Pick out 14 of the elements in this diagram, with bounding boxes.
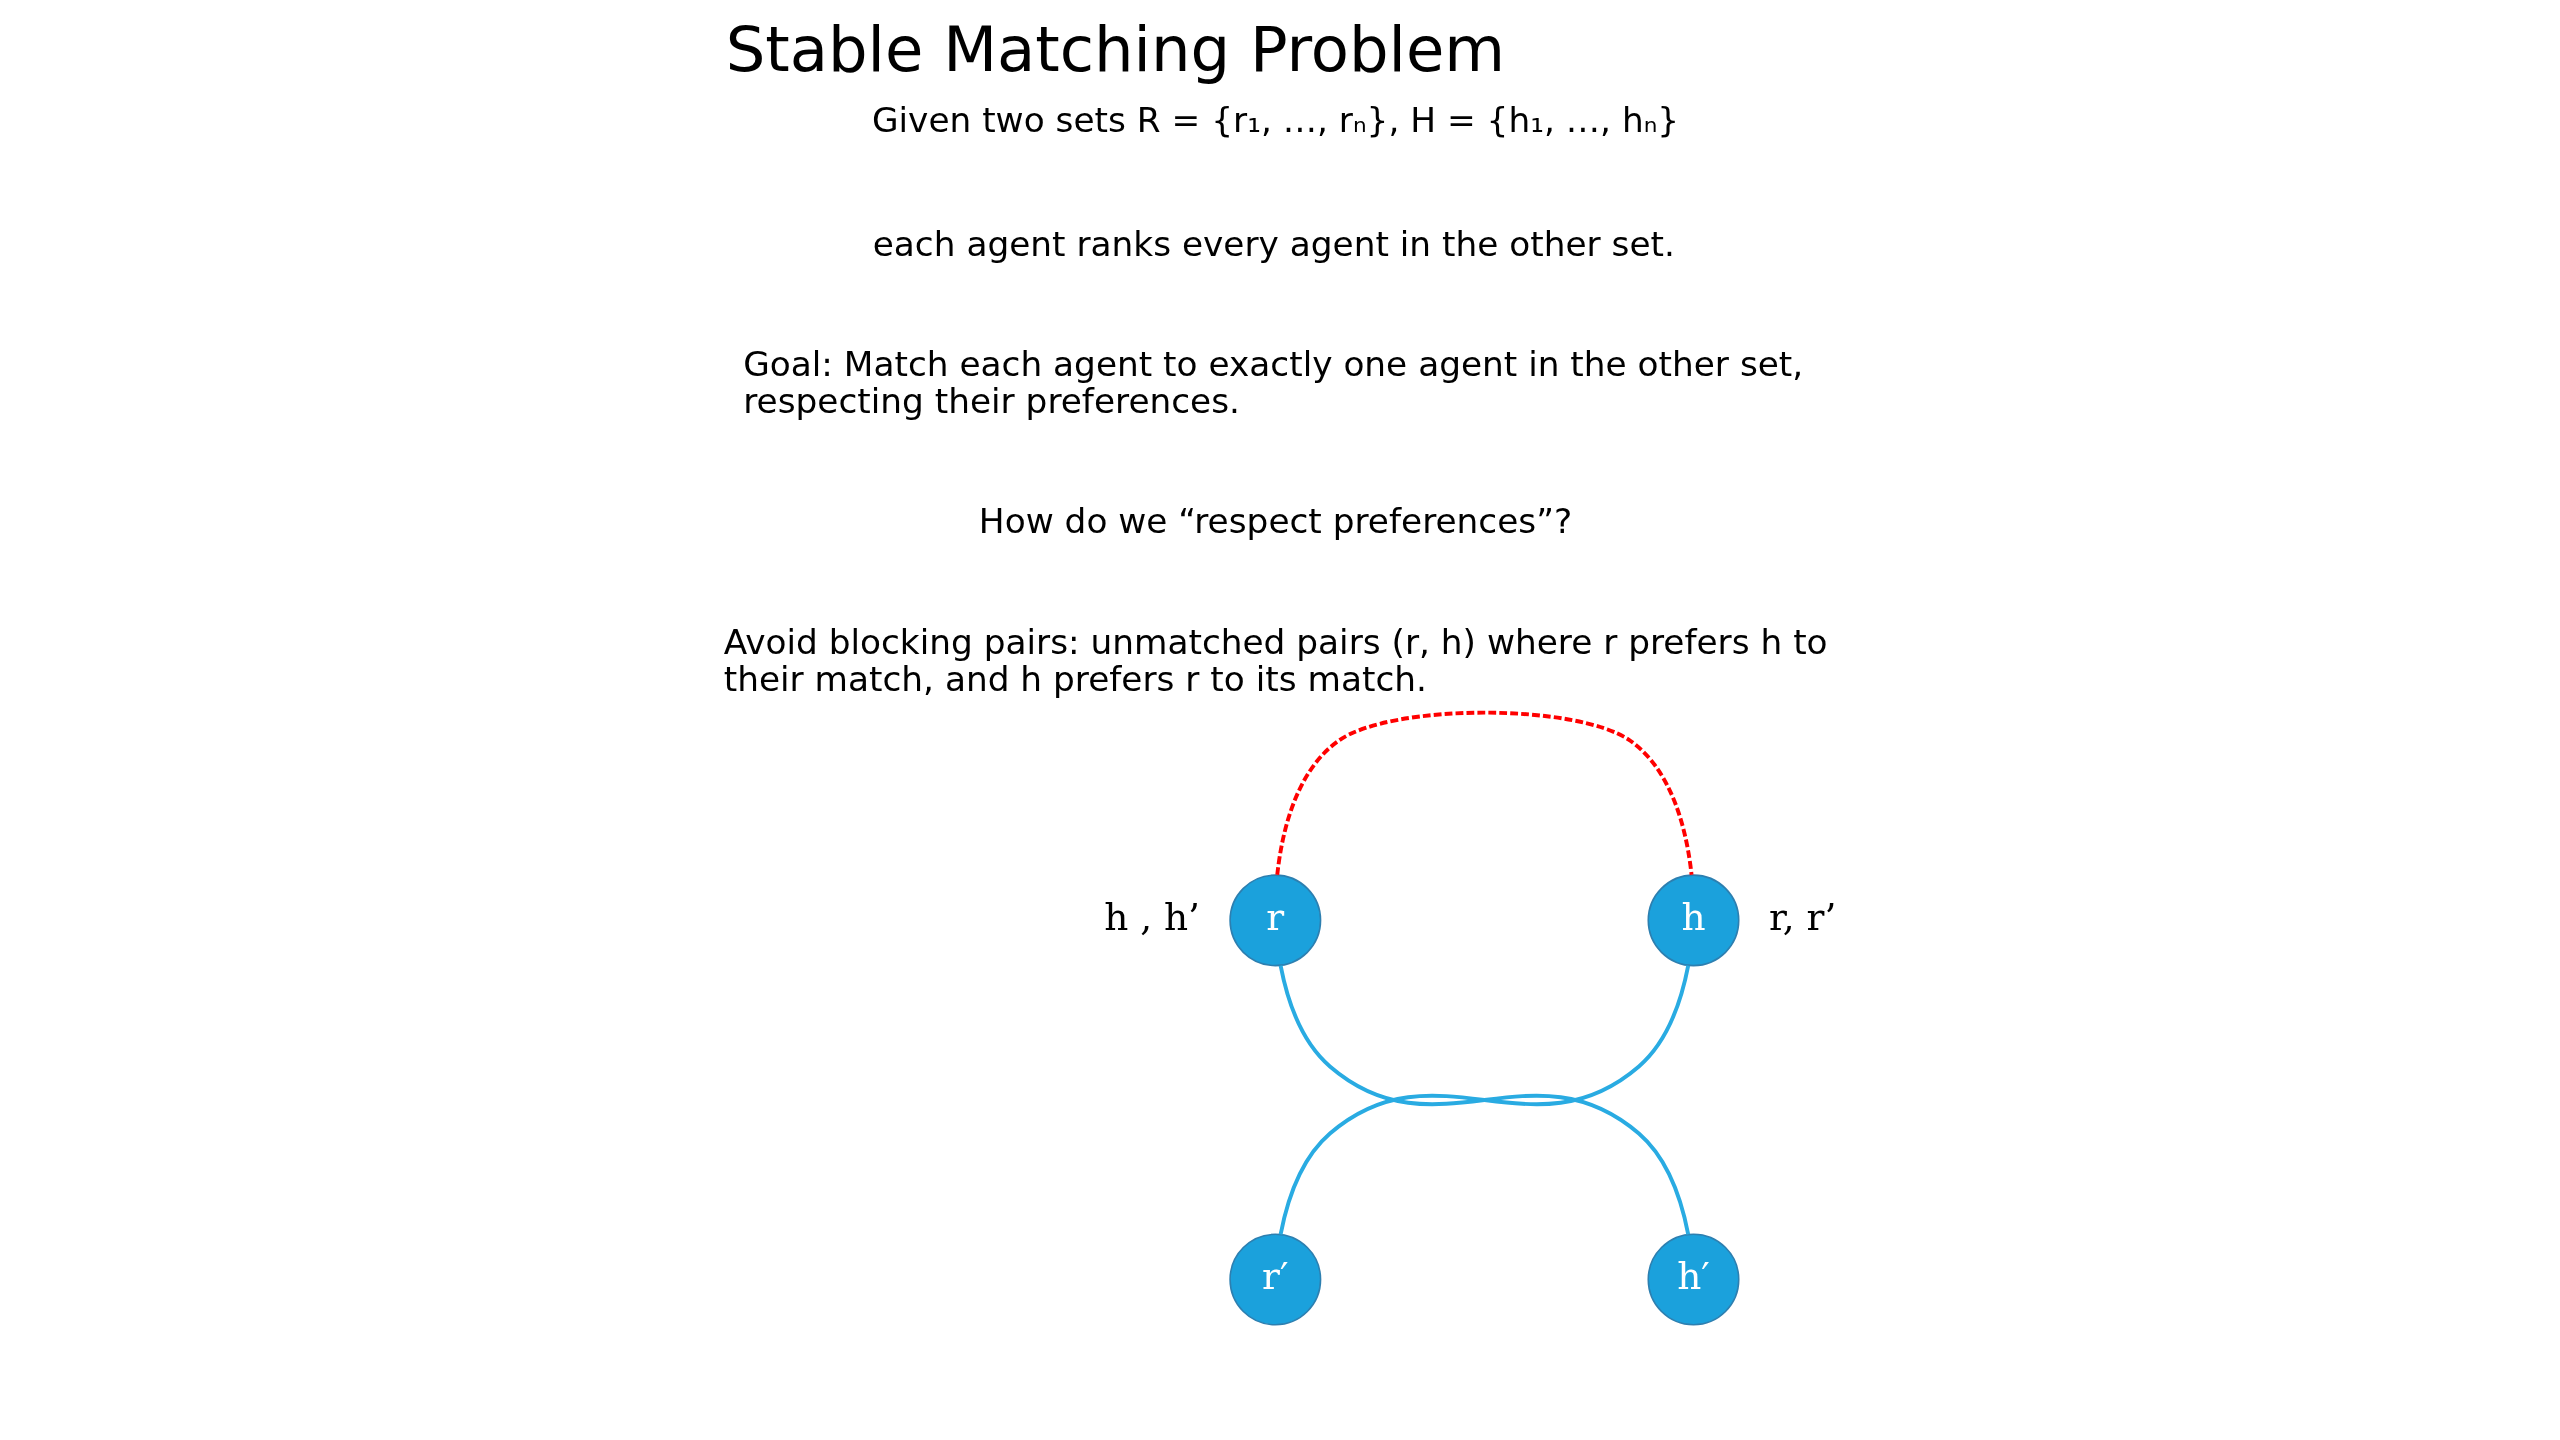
node-circle: r′ bbox=[1229, 1233, 1322, 1326]
label: Given two sets R = {r₁, …, rₙ}, H = {h₁, …, hₙ} bbox=[871, 100, 1680, 141]
connector bbox=[1278, 965, 1691, 1235]
node-label: h , h’ bbox=[1104, 895, 1200, 940]
connector bbox=[1275, 710, 1694, 876]
node-label: r, r’ bbox=[1769, 895, 1837, 940]
label: Goal: Match each agent to exactly one agent in the other set, respecting their preferences. bbox=[743, 343, 1804, 422]
label: How do we “respect preferences”? bbox=[978, 501, 1573, 542]
node-circle: h′ bbox=[1647, 1233, 1740, 1326]
node-circle: r bbox=[1229, 874, 1322, 967]
node-circle: h bbox=[1647, 874, 1740, 967]
label: each agent ranks every agent in the other set. bbox=[872, 223, 1675, 264]
label: Avoid blocking pairs: unmatched pairs (r, h) where r prefers h to their match, and h prefers r to its match. bbox=[723, 621, 1828, 699]
diagram-title: Stable Matching Problem bbox=[725, 12, 1506, 86]
